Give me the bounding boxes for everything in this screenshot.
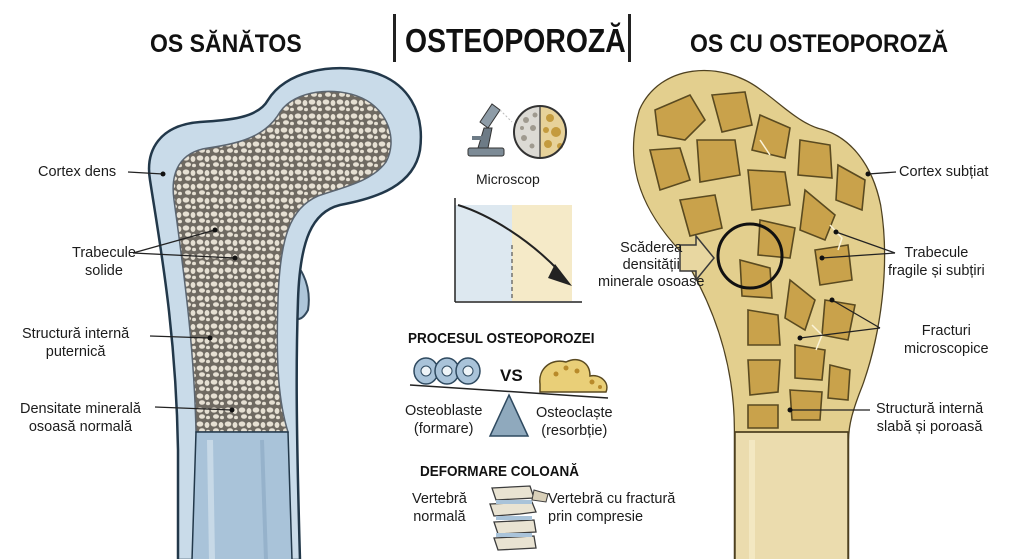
label-trabecule-solide: Trabecule solide [72, 245, 136, 279]
label-densitate-normala: Densitate minerală osoasă normală [20, 401, 141, 435]
healthy-bone-title: OS SĂNĂTOS [150, 30, 302, 58]
title-divider-left [393, 14, 396, 62]
label-fracturi-microscopice: Fracturi microscopice [904, 323, 989, 357]
density-arrow-icon [679, 233, 715, 283]
osteo-leader-lines [790, 171, 897, 411]
osteoporotic-bone [632, 69, 886, 559]
label-osteoclaste: Osteoclaște (resorbție) [536, 405, 613, 439]
osteoporotic-bone-title: OS CU OSTEOPOROZĂ [690, 30, 949, 58]
deform-title: DEFORMARE COLOANĂ [420, 463, 580, 480]
density-chart [454, 198, 582, 303]
label-vertebra-normala: Vertebră normală [412, 491, 467, 525]
balance-scale [409, 384, 609, 437]
title-divider-right [628, 14, 631, 62]
spine-vertebrae-icon [489, 485, 549, 551]
label-osteoblaste: Osteoblaste (formare) [405, 403, 483, 437]
healthy-leader-lines [127, 171, 236, 411]
healthy-leader-dots [160, 171, 238, 413]
label-cortex-subtiat: Cortex subțiat [899, 164, 989, 180]
microscope-sample-icon [513, 105, 567, 159]
osteoblast-cells-icon [413, 357, 481, 385]
process-title: PROCESUL OSTEOPOROZEI [408, 330, 595, 347]
magnifier-circle [716, 222, 784, 290]
label-microscop: Microscop [476, 171, 540, 187]
microscope-icon [467, 103, 513, 157]
osteoclast-cells-icon [539, 358, 608, 393]
label-structura-poroasa: Structură internă slabă și poroasă [876, 401, 984, 435]
label-cortex-dens: Cortex dens [38, 164, 117, 180]
label-structura-puternica: Structură internă puternică [22, 326, 130, 360]
label-trabecule-fragile: Trabecule fragile și subțiri [888, 245, 985, 279]
healthy-bone [147, 66, 423, 559]
label-vertebra-fractura: Vertebră cu fractură prin compresie [548, 491, 676, 525]
vs-label: VS [500, 366, 523, 385]
osteo-leader-dots [787, 171, 871, 413]
label-scaderea-densitatii: Scăderea densității minerale osoase [598, 240, 705, 290]
main-title: OSTEOPOROZĂ [405, 22, 626, 59]
